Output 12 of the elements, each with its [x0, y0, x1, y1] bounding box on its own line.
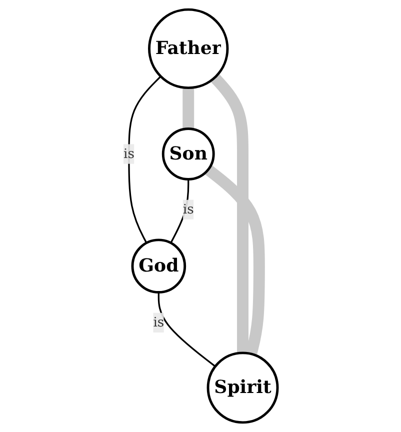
connector [158, 292, 216, 368]
connector [170, 179, 190, 244]
connector [204, 165, 265, 356]
edge-label: is [153, 314, 164, 330]
edge-label: is [124, 146, 134, 162]
node-circle: Spirit [206, 352, 279, 424]
connector [128, 76, 162, 244]
node-circle: God [131, 238, 186, 294]
connector [210, 74, 248, 354]
edge-label: is [182, 201, 194, 217]
node-circle: Father [148, 8, 229, 90]
node-circle: Son [162, 128, 215, 180]
